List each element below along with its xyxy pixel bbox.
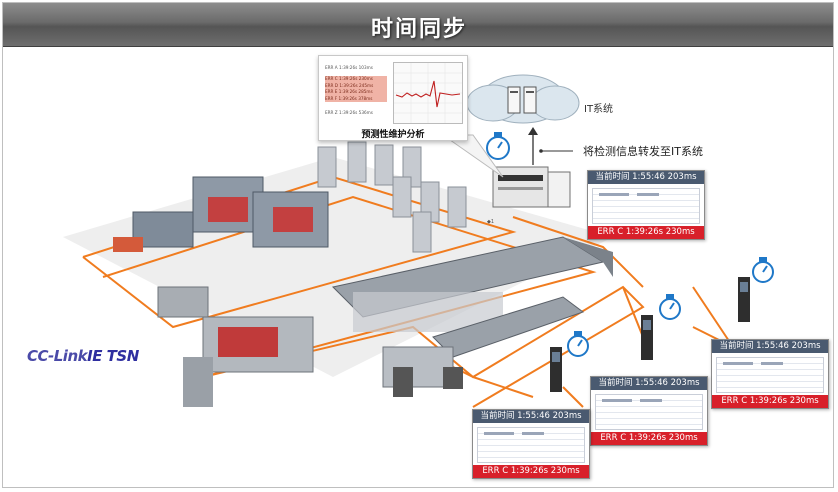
log-row: ERR E 1:39:26s 285ms <box>325 89 387 96</box>
cloud-icon <box>466 74 580 124</box>
panel-table <box>595 394 703 430</box>
server-icon <box>507 86 537 114</box>
cc-link-logo: CC-LinkIE TSN <box>27 347 139 365</box>
it-system-label: IT系统 <box>584 104 614 115</box>
stopwatch-icon <box>486 132 774 357</box>
time-panel: 当前时间 1:55:46 203ms ERR C 1:39:26s 230ms <box>587 170 705 240</box>
time-panel: 当前时间 1:55:46 203ms ERR C 1:39:26s 230ms <box>472 409 590 479</box>
current-time: 当前时间 1:55:46 203ms <box>591 377 707 390</box>
error-badge: ERR C 1:39:26s 230ms <box>591 432 707 445</box>
error-badge: ERR C 1:39:26s 230ms <box>588 226 704 239</box>
assembly-machines <box>113 176 329 407</box>
log-row: ERR C 1:39:26s 230ms <box>325 76 387 83</box>
title-bar: 时间同步 <box>3 3 833 47</box>
log-row: ERR D 1:39:26s 245ms <box>325 82 387 90</box>
slide-title: 时间同步 <box>370 17 467 42</box>
time-panel: 当前时间 1:55:46 203ms ERR C 1:39:26s 230ms <box>711 339 829 409</box>
predictive-maintenance-card: ERR A 1:39:26s 103ms ERR C 1:39:26s 230m… <box>318 55 468 141</box>
forward-label: 将检测信息转发至IT系统 <box>583 145 703 158</box>
factory-diagram: ◆1 <box>63 74 774 408</box>
servo-drive-icon <box>550 277 750 392</box>
error-log: ERR A 1:39:26s 103ms ERR C 1:39:26s 230m… <box>325 65 387 116</box>
conveyor <box>331 236 613 397</box>
log-row: ERR Z 1:39:26s 536ms <box>325 110 373 116</box>
current-time: 当前时间 1:55:46 203ms <box>473 410 589 423</box>
panel-table <box>716 357 824 393</box>
storage-tanks <box>317 141 467 253</box>
error-badge: ERR C 1:39:26s 230ms <box>473 465 589 478</box>
error-badge: ERR C 1:39:26s 230ms <box>712 395 828 408</box>
svg-text:◆1: ◆1 <box>487 219 494 225</box>
log-row: ERR F 1:39:26s 378ms <box>325 95 387 103</box>
diagram-stage: ◆1 <box>3 47 833 487</box>
predictive-caption: 预测性维护分析 <box>361 130 425 140</box>
panel-table <box>477 427 585 463</box>
current-time: 当前时间 1:55:46 203ms <box>588 171 704 184</box>
panel-table <box>592 188 700 224</box>
waveform-graph <box>393 62 463 124</box>
time-panel: 当前时间 1:55:46 203ms ERR C 1:39:26s 230ms <box>590 376 708 446</box>
plc-icon <box>492 166 571 208</box>
current-time: 当前时间 1:55:46 203ms <box>712 340 828 353</box>
log-row: ERR A 1:39:26s 103ms <box>325 65 373 70</box>
